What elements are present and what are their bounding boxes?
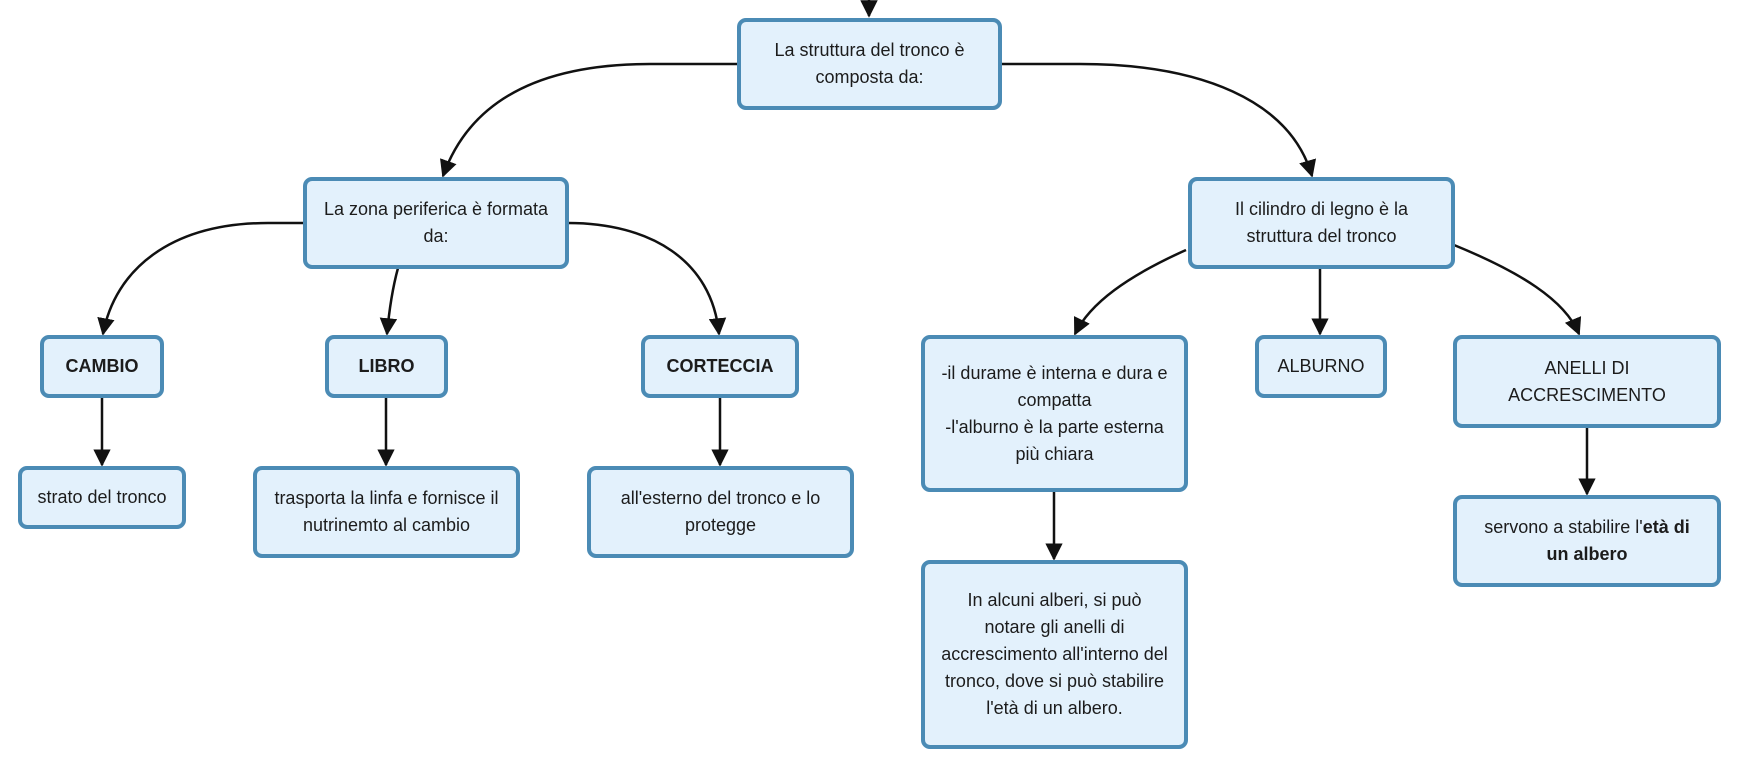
node-libro-label: LIBRO	[358, 356, 415, 376]
node-strato[interactable]: strato del tronco	[18, 466, 186, 529]
node-alburno[interactable]: ALBURNO	[1255, 335, 1387, 398]
connector-zona-libro	[379, 267, 400, 336]
node-anelli-label: ANELLI DI ACCRESCIMENTO	[1508, 357, 1666, 405]
node-corteccia-label: CORTECCIA	[666, 356, 774, 376]
node-linfa-label: trasporta la linfa e fornisce il nutrine…	[274, 488, 499, 535]
node-root-label: La struttura del tronco è composta da:	[774, 40, 965, 87]
connector-cilindro-durame	[1073, 248, 1187, 336]
node-root[interactable]: La struttura del tronco è composta da:	[737, 18, 1002, 110]
node-zona-periferica-label: La zona periferica è formata da:	[323, 199, 549, 246]
node-esterno-label: all'esterno del tronco e lo protegge	[620, 488, 821, 535]
node-alcuni-alberi[interactable]: In alcuni alberi, si può notare gli anel…	[921, 560, 1188, 749]
node-alburno-label: ALBURNO	[1277, 356, 1365, 376]
node-cambio[interactable]: CAMBIO	[40, 335, 164, 398]
node-linfa[interactable]: trasporta la linfa e fornisce il nutrine…	[253, 466, 520, 558]
node-servono-text: servono a stabilire l'	[1484, 517, 1643, 537]
node-servono-bold: età di un albero	[1546, 517, 1690, 564]
node-zona-periferica[interactable]: La zona periferica è formata da:	[303, 177, 569, 269]
connector-root-zona	[440, 62, 738, 178]
node-durame[interactable]: -il durame è interna e dura e compatta -…	[921, 335, 1188, 492]
node-servono[interactable]: servono a stabilire l'età di un albero	[1453, 495, 1721, 587]
node-esterno[interactable]: all'esterno del tronco e lo protegge	[587, 466, 854, 558]
connector-zona-cambio	[97, 221, 304, 336]
node-cilindro[interactable]: Il cilindro di legno è la struttura del …	[1188, 177, 1455, 269]
node-corteccia[interactable]: CORTECCIA	[641, 335, 799, 398]
node-cilindro-label: Il cilindro di legno è la struttura del …	[1234, 199, 1409, 246]
node-anelli[interactable]: ANELLI DI ACCRESCIMENTO	[1453, 335, 1721, 428]
connector-root-cilindro	[1001, 62, 1317, 178]
node-libro[interactable]: LIBRO	[325, 335, 448, 398]
connector-zona-corteccia	[567, 221, 727, 336]
node-durame-label: -il durame è interna e dura e compatta -…	[941, 362, 1168, 464]
node-cambio-label: CAMBIO	[65, 356, 139, 376]
node-strato-label: strato del tronco	[37, 487, 167, 507]
node-servono-label: servono a stabilire l'età di un albero	[1463, 514, 1711, 568]
node-alcuni-alberi-label: In alcuni alberi, si può notare gli anel…	[941, 590, 1168, 718]
connector-cilindro-anelli	[1453, 243, 1582, 336]
